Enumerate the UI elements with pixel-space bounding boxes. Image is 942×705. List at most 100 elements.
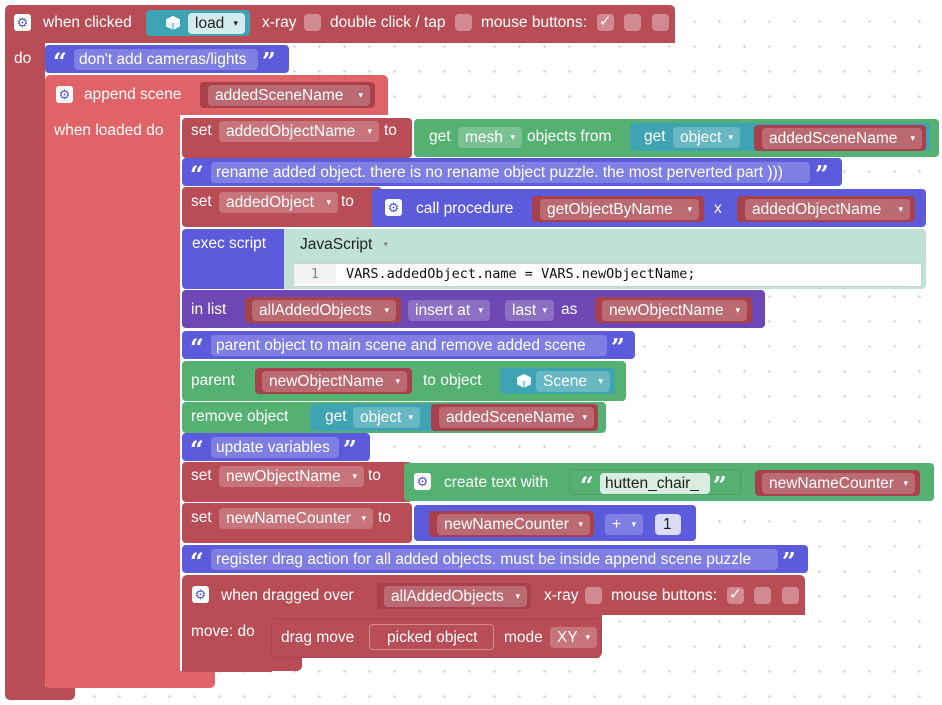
call-procedure-label: call procedure bbox=[416, 200, 514, 217]
variable-dropdown[interactable]: newNameCounter▾ bbox=[219, 508, 373, 529]
variable-dropdown[interactable]: newObjectName▾ bbox=[219, 466, 364, 487]
comment-text-value: parent object to main scene and remove a… bbox=[216, 337, 586, 354]
gear-icon[interactable]: ⚙ bbox=[414, 473, 431, 490]
comment-text[interactable]: parent object to main scene and remove a… bbox=[211, 335, 607, 356]
comment-text-value: update variables bbox=[216, 439, 330, 456]
set-variable-block[interactable] bbox=[182, 187, 382, 227]
object-type-value: object bbox=[680, 129, 722, 146]
mouse-left-checkbox[interactable]: ✓ bbox=[727, 586, 744, 604]
when-clicked-label: when clicked bbox=[43, 14, 132, 31]
to-label: to bbox=[341, 193, 354, 210]
comment-block[interactable] bbox=[45, 45, 289, 73]
mouse-middle-checkbox[interactable] bbox=[624, 14, 641, 31]
when-loaded-label: when loaded do bbox=[54, 122, 164, 139]
variable-dropdown[interactable]: addedObject▾ bbox=[219, 192, 338, 213]
variable-dropdown[interactable]: newNameCounter▾ bbox=[762, 473, 915, 494]
dropdown-caret-icon: ▾ bbox=[578, 519, 583, 529]
gear-icon[interactable]: ⚙ bbox=[14, 14, 31, 31]
set-variable-block[interactable] bbox=[182, 118, 412, 158]
variable-dropdown[interactable]: newObjectName▾ bbox=[602, 300, 747, 321]
mouse-left-checkbox[interactable]: ✓ bbox=[597, 13, 614, 31]
counter-getter[interactable] bbox=[755, 470, 920, 496]
variable-dropdown[interactable]: addedSceneName▾ bbox=[439, 407, 594, 428]
scene-dropdown[interactable]: Scene▾ bbox=[536, 371, 610, 392]
operator-dropdown[interactable]: +▾ bbox=[605, 514, 643, 535]
number-field[interactable]: 1 bbox=[655, 514, 681, 535]
dropdown-caret-icon: ▾ bbox=[233, 18, 238, 28]
object-type-dropdown[interactable]: object▾ bbox=[673, 127, 740, 148]
comment-block[interactable] bbox=[182, 545, 808, 573]
set-label: set bbox=[191, 509, 212, 526]
comment-text[interactable]: rename added object. there is no rename … bbox=[211, 162, 810, 183]
variable-dropdown[interactable]: allAddedObjects▾ bbox=[384, 586, 527, 607]
comment-text[interactable]: register drag action for all added objec… bbox=[211, 549, 778, 570]
get-label: get bbox=[429, 128, 451, 145]
object-getter[interactable] bbox=[255, 368, 412, 394]
cube-icon bbox=[517, 374, 531, 388]
insert-mode-dropdown[interactable]: insert at▾ bbox=[408, 300, 490, 321]
append-scene-label: append scene bbox=[84, 86, 182, 103]
mouse-middle-checkbox[interactable] bbox=[754, 587, 771, 604]
insert-mode-value: insert at bbox=[415, 302, 471, 319]
gear-icon[interactable]: ⚙ bbox=[192, 586, 209, 603]
variable-dropdown[interactable]: addedObjectName▾ bbox=[745, 199, 910, 220]
procedure-dropdown[interactable]: getObjectByName▾ bbox=[540, 199, 699, 220]
scene-object-selector[interactable] bbox=[500, 368, 615, 394]
when-clicked-block-spine bbox=[5, 43, 45, 690]
exec-script-block[interactable] bbox=[182, 229, 284, 289]
variable-dropdown[interactable]: addedSceneName▾ bbox=[208, 85, 370, 106]
counter-getter[interactable] bbox=[429, 511, 594, 537]
mouse-buttons-label: mouse buttons: bbox=[481, 14, 587, 31]
scene-name-getter[interactable] bbox=[431, 404, 598, 431]
dropdown-caret-icon: ▾ bbox=[352, 471, 357, 481]
comment-text[interactable]: update variables bbox=[211, 437, 339, 458]
object-name-value: load bbox=[195, 15, 225, 32]
gear-icon[interactable]: ⚙ bbox=[385, 199, 402, 216]
dropdown-caret-icon: ▾ bbox=[367, 126, 372, 136]
set-variable-block[interactable] bbox=[182, 503, 412, 543]
scene-name-getter[interactable] bbox=[754, 125, 926, 151]
value-getter[interactable] bbox=[595, 297, 752, 323]
mouse-right-checkbox[interactable] bbox=[652, 14, 669, 31]
argument-getter[interactable] bbox=[737, 196, 915, 222]
when-clicked-block[interactable] bbox=[5, 5, 675, 43]
procedure-name-getter[interactable] bbox=[532, 196, 704, 222]
mesh-dropdown[interactable]: mesh▾ bbox=[458, 127, 522, 148]
scene-name-getter[interactable] bbox=[200, 82, 375, 108]
dropdown-caret-icon: ▾ bbox=[395, 376, 400, 386]
xray-checkbox[interactable] bbox=[585, 587, 602, 604]
variable-dropdown[interactable]: addedObjectName▾ bbox=[219, 121, 379, 142]
in-list-label: in list bbox=[191, 301, 227, 318]
variable-dropdown[interactable]: addedSceneName▾ bbox=[762, 128, 922, 149]
language-dropdown[interactable]: JavaScript▾ bbox=[293, 234, 395, 255]
xray-label: x-ray bbox=[544, 587, 579, 604]
dropdown-caret-icon: ▾ bbox=[326, 197, 331, 207]
to-object-label: to object bbox=[423, 372, 482, 389]
object-name-dropdown[interactable]: load ▾ bbox=[188, 13, 245, 34]
xray-checkbox[interactable] bbox=[304, 14, 321, 31]
list-getter[interactable] bbox=[245, 297, 401, 323]
code-editor[interactable]: 1 VARS.addedObject.name = VARS.newObject… bbox=[293, 263, 922, 287]
object-type-dropdown[interactable]: object▾ bbox=[353, 407, 420, 428]
picked-object-block[interactable] bbox=[369, 624, 494, 650]
text-literal-field[interactable]: hutten_chair_ bbox=[600, 473, 710, 494]
comment-block[interactable] bbox=[182, 158, 842, 186]
double-click-checkbox[interactable] bbox=[455, 14, 472, 31]
gear-icon[interactable]: ⚙ bbox=[56, 86, 73, 103]
comment-block[interactable] bbox=[182, 331, 635, 359]
quote-icon: “ bbox=[580, 471, 594, 500]
comment-block[interactable] bbox=[182, 433, 370, 461]
comment-text[interactable]: don't add cameras/lights bbox=[74, 49, 258, 70]
list-getter[interactable] bbox=[377, 583, 531, 609]
get-label: get bbox=[644, 128, 666, 145]
quote-icon: ” bbox=[262, 47, 276, 76]
check-mark-icon: ✓ bbox=[729, 586, 742, 603]
variable-dropdown[interactable]: allAddedObjects▾ bbox=[252, 300, 396, 321]
append-scene-block-bottom bbox=[45, 671, 215, 688]
axes-dropdown[interactable]: XY▾ bbox=[550, 627, 597, 648]
mouse-right-checkbox[interactable] bbox=[782, 587, 799, 604]
set-variable-block[interactable] bbox=[182, 462, 412, 502]
position-dropdown[interactable]: last▾ bbox=[505, 300, 554, 321]
variable-dropdown[interactable]: newNameCounter▾ bbox=[437, 514, 590, 535]
variable-dropdown[interactable]: newObjectName▾ bbox=[262, 371, 407, 392]
